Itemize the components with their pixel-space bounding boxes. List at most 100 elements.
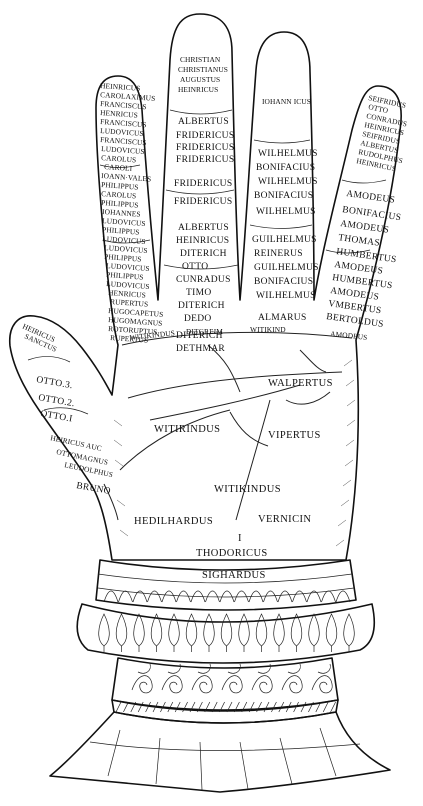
rope-twist: [293, 701, 299, 713]
rope-twist: [167, 701, 174, 713]
name-label: OTTO.I: [39, 409, 73, 424]
name-label: TIMO: [186, 288, 211, 298]
name-label: OTTO: [368, 102, 390, 115]
name-label: FRANCISCUS: [100, 117, 147, 129]
middle-finger-names: IOHANN ICUS WILHELMUS BONIFACIUS WILHELM…: [252, 97, 319, 323]
name-label: GUILHELMUS: [254, 263, 319, 273]
rope-twist: [204, 701, 211, 713]
name-label: OTTO.2.: [37, 393, 75, 409]
name-label: CUNRADUS: [176, 275, 231, 285]
ruffle-scallop: [161, 590, 177, 603]
name-label: AUGUSTUS: [180, 75, 220, 84]
name-label: THOMAS: [338, 233, 381, 249]
rope-twist: [248, 701, 255, 713]
ruffle-scallop: [205, 590, 220, 603]
ruffle-scallop: [321, 590, 336, 603]
name-label: LUDOVICUS: [100, 126, 144, 138]
ruffle-pleat: [133, 613, 145, 647]
sleeve-swirl: [191, 675, 213, 694]
name-label: LUDOVICUS: [102, 216, 146, 228]
ruffle-scallop: [234, 590, 249, 603]
name-label: VERNICIN: [258, 514, 311, 525]
name-label: CAROLAXIMUS: [100, 90, 156, 103]
name-label: PHILIPPUS: [106, 270, 144, 282]
name-label: IOANN·VALES: [101, 171, 152, 183]
name-label: ROTORUPTUS: [108, 324, 158, 336]
name-label: WITIKIND: [250, 325, 286, 334]
name-label: AMODEUS: [330, 329, 368, 342]
name-label: DITERICH: [178, 301, 225, 311]
ruffle-pleat: [238, 613, 250, 647]
rope-twist: [174, 701, 181, 713]
name-label: LUDOVICUS: [106, 261, 150, 273]
name-label: DITGREIM: [186, 327, 223, 336]
name-label: HEINRICUS: [100, 81, 141, 93]
name-label: WILHELMUS: [258, 177, 318, 187]
name-label: HUGOCAPETUS: [108, 306, 164, 319]
name-label: IOHANNES: [102, 207, 141, 219]
ring-finger-names: AMODEUS BONIFACIUS AMODEUS THOMAS HUMBER…: [326, 189, 402, 330]
ruffle-pleat: [325, 613, 338, 647]
ruffle-scallop: [147, 590, 162, 603]
ruffle-scallop: [118, 590, 133, 603]
name-label: WILHELMUS: [256, 291, 316, 301]
ruffle-scallop: [132, 590, 148, 603]
name-label: VIPERTUS: [268, 430, 321, 441]
name-label: LUDOVICUS: [106, 279, 150, 291]
rope-twist: [130, 701, 137, 713]
rope-twist: [271, 701, 277, 713]
name-label: OTTO: [182, 262, 208, 272]
ruffle-pleat: [255, 613, 268, 647]
ruffle-pleat: [98, 613, 110, 647]
sleeve-swirl: [281, 675, 303, 694]
name-label: I: [238, 533, 242, 544]
name-label: AMODEUS: [346, 189, 396, 206]
sleeve-swirl: [161, 675, 183, 694]
rope-twist: [219, 701, 225, 713]
sleeve-swirl: [131, 675, 153, 694]
palm-creases: [103, 331, 353, 521]
rope-twist: [197, 701, 203, 713]
sleeve-leaf: [257, 663, 271, 674]
ruffle-scallop: [219, 590, 235, 603]
name-label: DITERICH: [176, 331, 223, 341]
ruffle-pleat: [308, 613, 320, 647]
name-label: LUDOVICUS: [102, 234, 146, 246]
name-label: FRIDERICUS: [176, 143, 234, 153]
rope-twist: [308, 701, 314, 713]
rope-twist: [330, 701, 336, 713]
name-label: DEDO: [184, 314, 212, 324]
sleeve-leaf: [227, 663, 241, 674]
hand-outline: [9, 13, 402, 561]
rope-twist: [160, 701, 166, 713]
sleeve-swirl: [251, 675, 273, 694]
finger-joint-lines: [27, 109, 387, 415]
name-label: WALPERTUS: [268, 378, 333, 389]
rope-twist: [115, 701, 122, 713]
ruffle-pleat: [203, 613, 215, 647]
rope-twist: [137, 701, 144, 713]
palm-names: WITIKINDUS DITGREIM WITIKIND AMODEUS WAL…: [129, 325, 368, 581]
name-label: CAROLUS: [101, 189, 137, 200]
name-label: HEINRICUS: [178, 85, 218, 94]
ruffle-scallop: [277, 590, 293, 603]
ruffle-pleat: [115, 613, 128, 647]
name-label: WILHELMUS: [256, 207, 316, 217]
sleeve-leaf: [137, 663, 151, 674]
name-label: FRIDERICUS: [174, 197, 232, 207]
ruffle-scallop: [103, 590, 119, 603]
sleeve-swirl: [221, 675, 243, 694]
ruffle-pleat: [290, 613, 303, 647]
name-label: PHILIPPUS: [102, 225, 140, 237]
rope-twist: [189, 701, 196, 713]
ruffle-scallop: [306, 590, 322, 603]
name-label: RUPERTUS: [110, 333, 149, 345]
embroidered-sleeve: [49, 657, 391, 793]
name-label: PHILIPPUS: [101, 180, 139, 192]
ruffle-pleat: [185, 613, 198, 647]
name-label: WILHELMUS: [258, 149, 318, 159]
rope-twist: [278, 701, 285, 713]
thumb-side-finger-names: HEINRICUS CAROLAXIMUS FRANCISCUS HENRICU…: [100, 81, 164, 345]
ruffle-scallop: [292, 590, 307, 603]
name-label: WITIRINDUS: [154, 424, 220, 435]
